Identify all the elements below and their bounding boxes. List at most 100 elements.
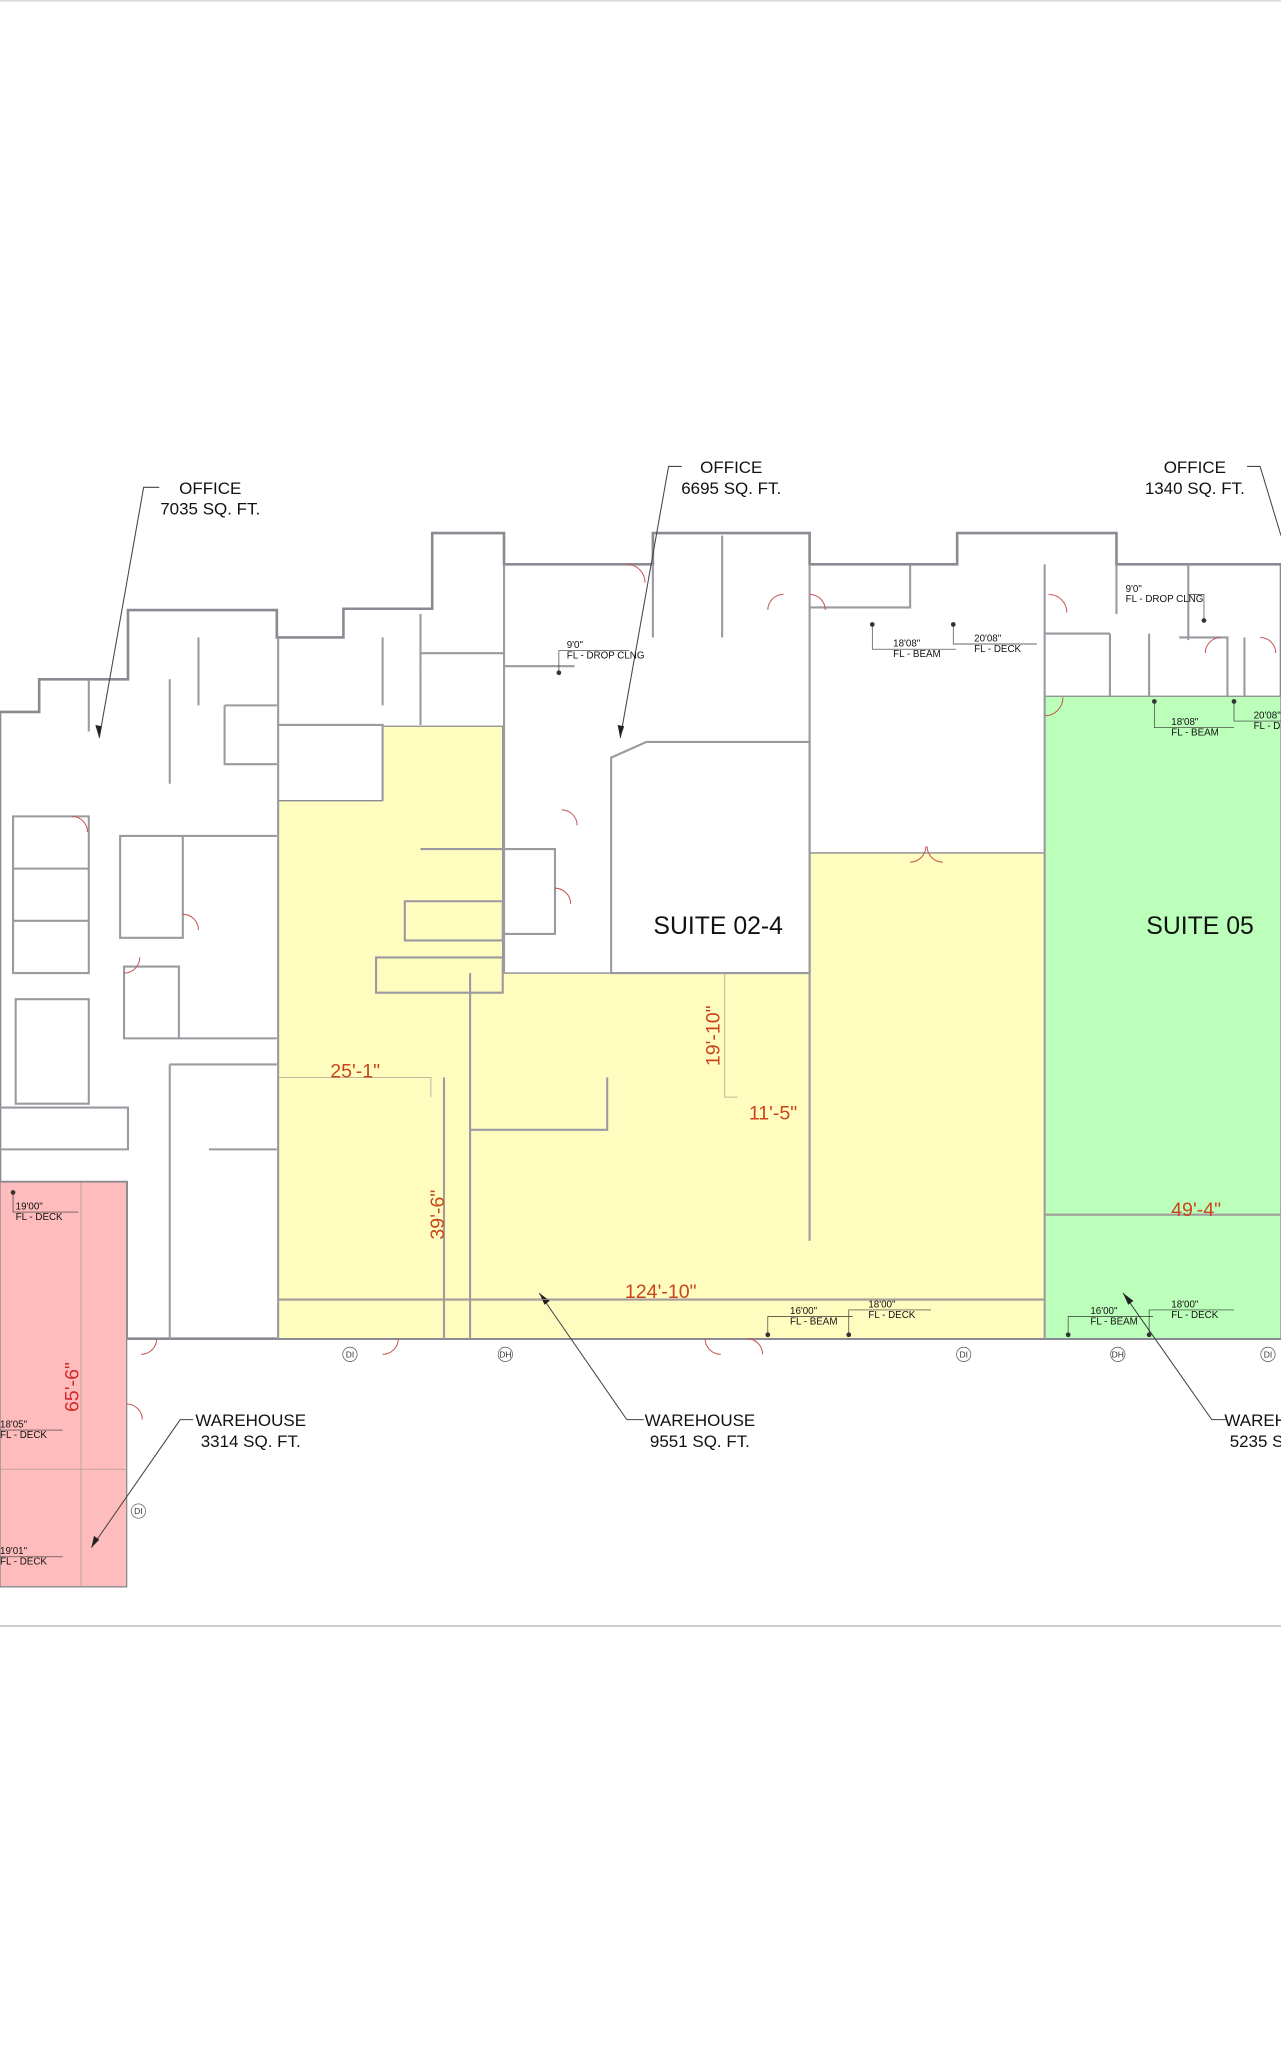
elevation-reference: FL - BEAM [790,1316,837,1327]
elevation-leader [1233,701,1281,722]
elevation-tag: 18'08"FL - BEAM [869,622,956,660]
elevation-leader [871,624,956,650]
elevation-leader [1188,594,1205,621]
dimension-label: 49'-4" [1171,1199,1221,1221]
area-name: OFFICE [1164,458,1226,477]
elevation-reference: FL - DECK [0,1557,47,1568]
door-marker-circle [956,1346,972,1362]
elevation-leader [1067,1316,1154,1335]
elevation-tag: 9'0"FL - DROP CLNG [556,640,645,676]
elevation-reference: FL - DECK [16,1212,63,1223]
area-name: WAREHOUSE [195,1411,306,1430]
elevation-tag: 18'00"FL - DECK [1146,1299,1234,1338]
area-size: 3314 SQ. FT. [201,1432,301,1451]
elevation-height: 20'08" [974,633,1002,644]
elevation-height: 18'05" [0,1419,28,1430]
elevation-point [950,622,956,627]
dimension-label: 25'-1" [330,1061,380,1083]
elevation-height: 16'00" [1090,1306,1118,1317]
warehouse-left[interactable] [0,1181,128,1588]
door-marker-circle [1110,1346,1126,1362]
elevation-leader [0,1429,63,1431]
door-marker-circle [342,1346,358,1362]
door-marker-label: DI [959,1349,967,1359]
elevation-tag: 19'01"FL - DECK [0,1546,63,1568]
elevation-height: 20'08" [1254,710,1281,721]
warehouse-suite-02-4[interactable] [277,725,1046,1340]
leader-lines [90,465,1281,1548]
elevation-reference: FL - DECK [0,1430,47,1441]
elevation-point [1146,1332,1152,1338]
elevation-reference: FL - BEAM [1090,1316,1137,1327]
dimension-lines [0,973,1281,1587]
dimension-label: 39'-6" [427,1190,449,1240]
elevation-point [556,670,562,676]
elevation-tag: 19'00"FL - DECK [10,1190,79,1223]
elevation-leader [952,624,1037,645]
door-marker-label: DI [346,1349,354,1359]
elevation-point [765,1332,771,1338]
area-name: OFFICE [179,479,241,498]
elevation-tag: 20'08"FL - DECK [950,622,1037,655]
elevation-reference: FL - DECK [1171,1310,1218,1321]
warehouse-suite-05[interactable] [1043,695,1281,1340]
elevation-height: 18'08" [1171,717,1199,728]
area-size: 6695 SQ. FT. [681,479,781,498]
elevation-tag: 18'00"FL - DECK [846,1299,932,1338]
elevation-leader [848,1309,932,1335]
elevation-leader [1154,701,1234,728]
elevation-point [869,622,875,627]
elevation-point [10,1190,16,1195]
elevation-leader [0,1556,63,1558]
suite-label: SUITE 05 [1146,913,1254,940]
door-marker-label: DH [499,1349,511,1359]
area-size: 5235 SQ. FT. [1230,1432,1281,1451]
area-size: 7035 SQ. FT. [160,500,260,519]
area-labels: OFFICE 7035 SQ. FT. OFFICE 6695 SQ. FT. … [160,458,1281,1451]
elevation-height: 9'0" [567,640,584,651]
elevation-point [1231,699,1237,704]
doors [71,563,1277,1420]
area-size: 9551 SQ. FT. [650,1432,750,1451]
elevation-tag: 16'00"FL - BEAM [765,1306,853,1338]
dimension-label: 19'-10" [703,1005,725,1066]
elevation-reference: FL - BEAM [893,649,940,660]
area-name: WAREHOUSE [1224,1411,1281,1430]
elevation-tag: 16'00"FL - BEAM [1065,1306,1154,1338]
area-size: 1340 SQ. FT. [1145,479,1245,498]
elevation-reference: FL - DECK [868,1310,915,1321]
elevation-tag: 18'05"FL - DECK [0,1419,63,1441]
elevation-point [1151,699,1157,704]
elevation-point [1065,1332,1071,1338]
elevation-height: 19'01" [0,1546,28,1557]
suite-label: SUITE 02-4 [653,913,783,940]
elevation-reference: FL - DECK [1254,721,1281,732]
area-name: WAREHOUSE [645,1411,756,1430]
elevation-reference: FL - BEAM [1171,727,1218,738]
area-name: OFFICE [700,458,762,477]
elevation-reference: FL - DROP CLNG [567,650,645,661]
elevation-tag: 20'08"FL - DECK [1231,699,1281,732]
elevation-tag: 18'08"FL - BEAM [1151,699,1234,738]
door-marker-circle [130,1503,146,1519]
elevation-leader [767,1316,853,1335]
door-marker-circle [1260,1346,1276,1362]
elevation-height: 16'00" [790,1306,818,1317]
elevation-reference: FL - DECK [974,644,1021,655]
door-marker-label: DI [134,1506,142,1516]
elevation-leader [12,1192,79,1213]
elevation-leader [1148,1309,1234,1335]
elevation-height: 18'08" [893,639,921,650]
elevation-height: 18'00" [868,1299,896,1310]
elevation-point [846,1332,852,1338]
dimension-label: 65'-6" [61,1362,83,1412]
elevation-height: 19'00" [16,1201,44,1212]
elevation-height: 18'00" [1171,1299,1199,1310]
dimension-label: 124'-10" [625,1281,697,1303]
elevation-leader [558,650,630,673]
elevation-tag: 9'0"FL - DROP CLNG [1126,584,1207,623]
dimension-labels: 25'-1" 39'-6" 19'-10" 11'-5" 124'-10" 49… [61,1005,1221,1412]
